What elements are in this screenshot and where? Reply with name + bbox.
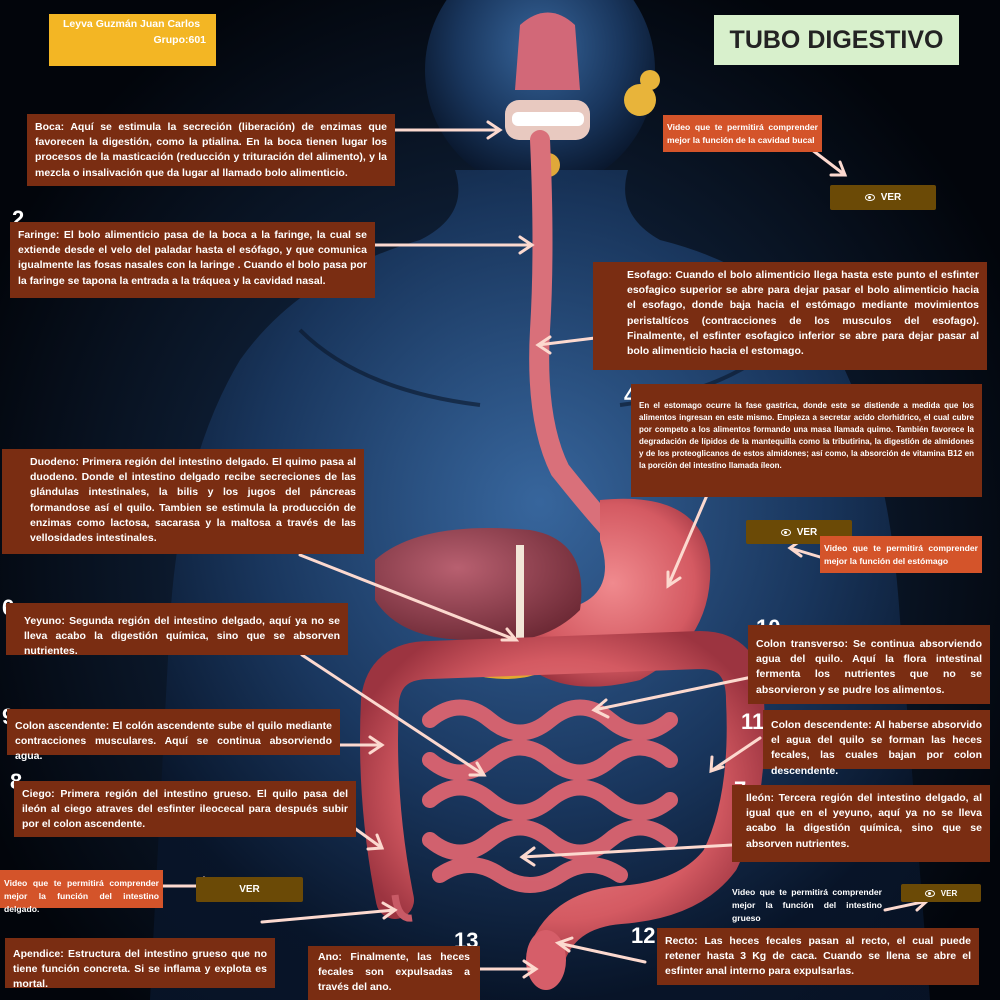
- colon-ascendente-box: Colon ascendente: El colón ascendente su…: [7, 709, 340, 762]
- yeyuno-box: Yeyuno: Segunda región del intestino del…: [6, 603, 348, 657]
- ciego-box: Ciego: Primera región del intestino grue…: [14, 781, 356, 837]
- group-label: Grupo:601: [153, 34, 206, 46]
- appendix: [391, 894, 413, 922]
- video-intestino-grueso-note: Video que te permitirá comprender mejor …: [732, 887, 882, 923]
- faringe-box: Faringe: El bolo alimenticio pasa de la …: [10, 222, 375, 298]
- video-intestino-delgado-note: Video que te permitirá comprender mejor …: [0, 870, 163, 914]
- colon-descendente-box: Colon descendente: Al haberse absorvido …: [763, 710, 990, 777]
- colon-transverso-box: Colon transverso: Se continua absorviend…: [748, 625, 990, 704]
- ver-intestino-delgado-button[interactable]: VER: [196, 877, 303, 902]
- estomago-box: En el estomago ocurre la fase gastrica, …: [631, 384, 982, 497]
- eye-icon: [864, 194, 875, 201]
- section-number-12: 12: [631, 923, 656, 948]
- boca-box: Boca: Aquí se estimula la secreción (lib…: [27, 114, 395, 186]
- apendice-box: Apendice: Estructura del intestino grues…: [5, 938, 275, 990]
- ano-box: Ano: Finalmente, las heces fecales son e…: [308, 946, 480, 1000]
- eye-icon: [924, 889, 935, 897]
- small-intestine: [422, 699, 678, 893]
- recto-box: Recto: Las heces fecales pasan al recto,…: [657, 928, 979, 985]
- video-estomago-note: Video que te permitirá comprender mejor …: [820, 536, 982, 573]
- section-number-11: 11: [741, 709, 765, 734]
- author-name: Leyva Guzmán Juan Carlos: [63, 18, 201, 30]
- large-intestine: [360, 630, 765, 979]
- liver: [375, 528, 582, 642]
- pointer-arrows: [161, 120, 930, 979]
- ileon-box: Ileón: Tercera región del intestino delg…: [732, 785, 990, 862]
- eye-icon: [780, 528, 791, 536]
- video-cavidad-bucal-note: Video que te permitirá comprender mejor …: [663, 115, 822, 152]
- esofago-box: Esofago: Cuando el bolo alimenticio lleg…: [593, 262, 987, 370]
- esophagus: [529, 130, 630, 550]
- rectum: [526, 930, 566, 990]
- ver-intestino-grueso-button[interactable]: VER: [901, 884, 981, 902]
- author-badge: Leyva Guzmán Juan Carlos Grupo:601: [49, 14, 216, 66]
- duodeno-box: Duodeno: Primera región del intestino de…: [2, 449, 364, 554]
- page-title: TUBO DIGESTIVO: [714, 15, 959, 65]
- ver-cavidad-bucal-button[interactable]: VER: [830, 185, 936, 210]
